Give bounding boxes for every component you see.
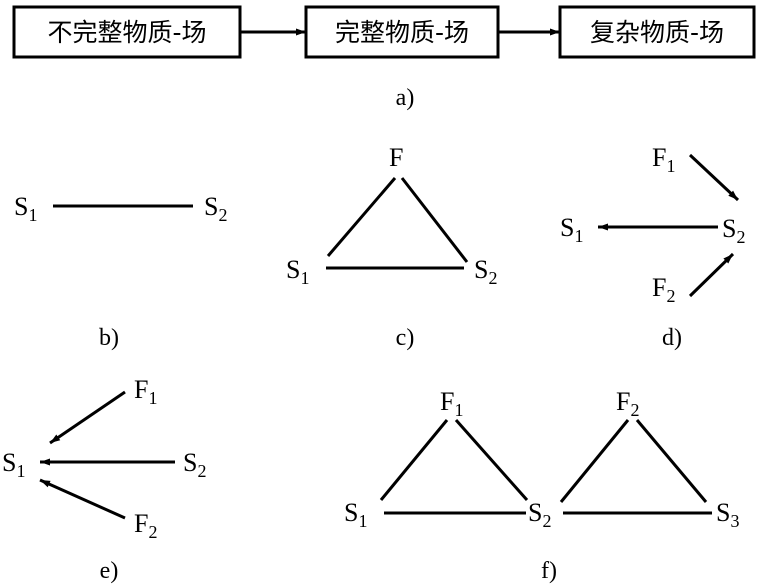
arrow-e-f1-s1 [49, 390, 126, 445]
label-e-s1: S1 [2, 448, 25, 481]
label-d-s1: S1 [560, 213, 583, 246]
caption-b: b) [99, 325, 119, 351]
label-f-s3: S3 [716, 498, 739, 531]
diagram-e: F1 S1 S2 F2 e) [2, 375, 206, 584]
label-d-f2: F2 [652, 273, 675, 306]
label-d-f1: F1 [652, 143, 675, 176]
label-d-s2: S2 [722, 214, 745, 247]
label-b-s2: S2 [204, 192, 227, 225]
diagram-b: S1 S2 b) [14, 192, 227, 351]
edge-f-f2-s2 [559, 419, 630, 503]
edge-f-f1-s1 [379, 419, 449, 501]
label-e-f2: F2 [134, 509, 157, 542]
edge-c-f-s1 [326, 177, 397, 257]
edge-f-f2-s3 [635, 419, 708, 503]
diagram-c: F S1 S2 c) [286, 143, 497, 351]
label-f-s2: S2 [528, 498, 551, 531]
diagram-a: 不完整物质-场 完整物质-场 复杂物质-场 a) [12, 5, 756, 111]
caption-d: d) [662, 325, 682, 351]
caption-f: f) [541, 558, 557, 584]
edge-c-f-s2 [400, 177, 469, 263]
label-e-s2: S2 [183, 448, 206, 481]
label-c-f: F [389, 143, 403, 172]
box-complex-label: 复杂物质-场 [590, 18, 724, 47]
label-c-s2: S2 [474, 255, 497, 288]
label-f-f1: F1 [440, 387, 463, 420]
box-complex [558, 5, 756, 59]
label-f-f2: F2 [616, 387, 639, 420]
caption-e: e) [100, 558, 119, 584]
diagram-f: F1 F2 S1 S2 S3 f) [344, 387, 739, 584]
diagram-d: F1 S2 S1 F2 d) [560, 143, 745, 351]
arrow-d-f2-s2 [688, 252, 735, 298]
arrow-e-f2-s1 [39, 478, 126, 520]
caption-a: a) [396, 85, 415, 111]
label-b-s1: S1 [14, 192, 37, 225]
label-f-s1: S1 [344, 498, 367, 531]
box-incomplete-label: 不完整物质-场 [47, 18, 206, 47]
arrow-d-f1-s2 [688, 153, 740, 202]
label-c-s1: S1 [286, 255, 309, 288]
box-incomplete [12, 5, 242, 59]
box-complete [304, 5, 500, 59]
caption-c: c) [396, 325, 415, 351]
box-complete-label: 完整物质-场 [335, 18, 469, 47]
label-e-f1: F1 [134, 375, 157, 408]
edge-f-f1-s2 [454, 419, 529, 501]
